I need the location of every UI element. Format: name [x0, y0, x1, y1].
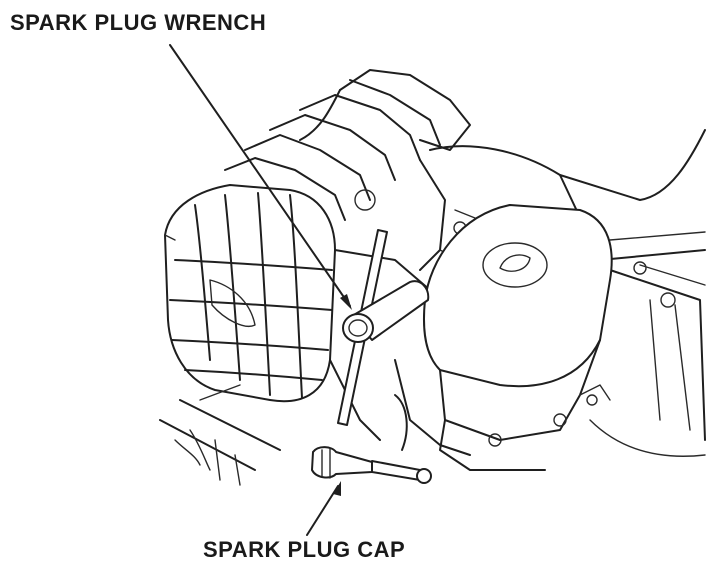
spark-plug-cap: [311, 394, 432, 484]
wrench-leader-line: [169, 44, 351, 307]
frame-outline: [429, 129, 706, 457]
frame-lower-left: [159, 384, 281, 486]
air-cleaner: [422, 204, 613, 471]
cylinder-guard-cage: [164, 184, 336, 403]
spark-plug-cap-label: SPARK PLUG CAP: [203, 537, 406, 562]
cap-leader-arrowhead: [333, 481, 341, 496]
wrench-leader-arrowhead: [340, 294, 352, 310]
cap-leader-line: [306, 485, 339, 536]
spark-plug-wrench-label: SPARK PLUG WRENCH: [10, 10, 267, 35]
spark-plug-wrench: [337, 229, 430, 426]
cylinder-head: [224, 69, 471, 271]
leader-lines: [169, 44, 352, 536]
